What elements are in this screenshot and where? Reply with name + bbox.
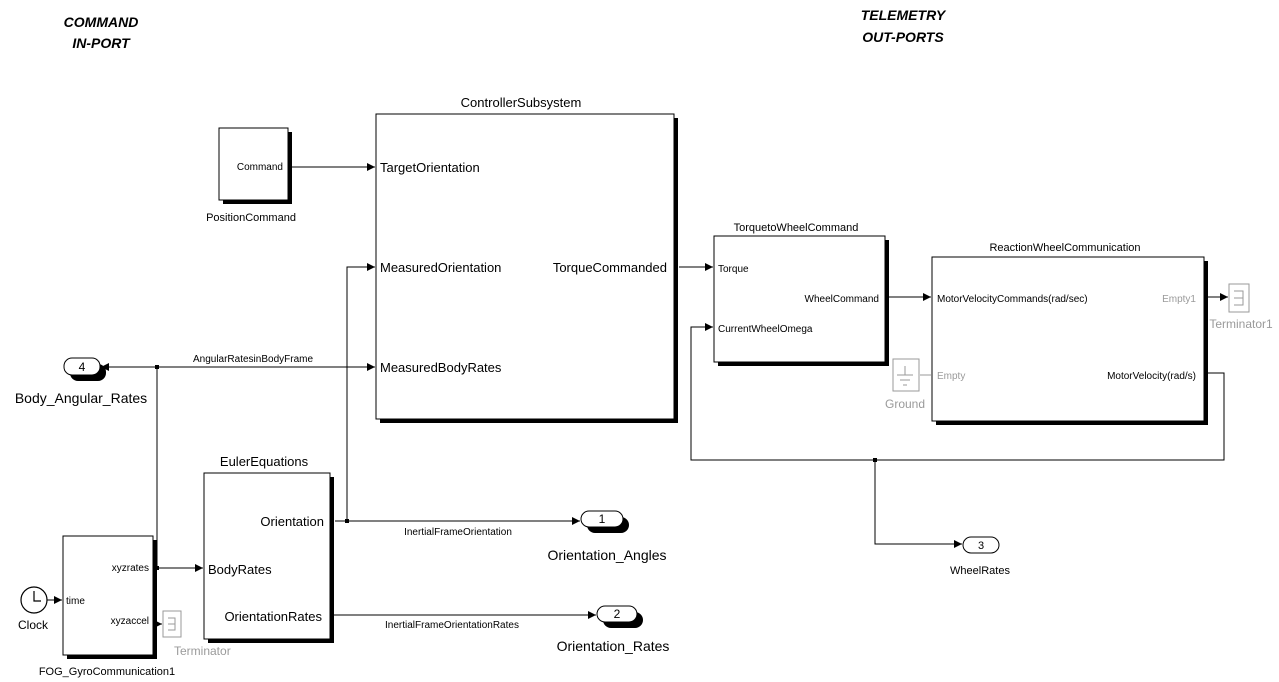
outport-name: WheelRates xyxy=(950,565,1010,577)
wheel-command-port: WheelCommand xyxy=(805,294,879,305)
xyzrates-port: xyzrates xyxy=(112,563,149,574)
orientation-rates-port: OrientationRates xyxy=(224,609,322,624)
telemetry-heading-line1: TELEMETRY xyxy=(861,7,947,23)
junction-dot xyxy=(155,566,159,570)
torque-to-wheel-name: TorquetoWheelCommand xyxy=(734,222,859,234)
empty1-port: Empty1 xyxy=(1162,294,1196,305)
euler-name: EulerEquations xyxy=(220,454,309,469)
signal-motor-velocity-feedback[interactable] xyxy=(690,323,1225,461)
signal-label-inertial-orientation: InertialFrameOrientation xyxy=(404,527,512,538)
outport-number: 2 xyxy=(614,607,621,621)
terminator-block[interactable]: Terminator xyxy=(162,610,231,658)
signal-lines xyxy=(47,163,1228,628)
reaction-wheel-name: ReactionWheelCommunication xyxy=(989,242,1140,254)
time-port: time xyxy=(66,596,85,607)
outport-1[interactable]: 1 Orientation_Angles xyxy=(547,510,667,563)
telemetry-outports-heading: TELEMETRY OUT-PORTS xyxy=(861,7,947,45)
torque-port: Torque xyxy=(718,264,749,275)
outport-number: 3 xyxy=(978,540,984,552)
signal-measured-orientation[interactable] xyxy=(346,263,375,521)
current-wheel-omega-port: CurrentWheelOmega xyxy=(718,324,813,335)
position-command-block[interactable]: Command PositionCommand xyxy=(206,127,296,224)
command-inport-heading: COMMAND IN-PORT xyxy=(64,14,139,51)
command-heading-line2: IN-PORT xyxy=(72,35,131,51)
target-orientation-port: TargetOrientation xyxy=(380,160,480,175)
measured-body-rates-port: MeasuredBodyRates xyxy=(380,360,502,375)
fog-gyro-block[interactable]: time xyzrates xyzaccel FOG_GyroCommunica… xyxy=(39,535,175,678)
clock-name: Clock xyxy=(18,618,49,632)
junctions xyxy=(155,365,877,570)
telemetry-heading-line2: OUT-PORTS xyxy=(862,29,944,45)
ground-name: Ground xyxy=(885,397,925,411)
outport-name: Body_Angular_Rates xyxy=(15,390,147,406)
outport-number: 1 xyxy=(599,512,606,526)
outport-2[interactable]: 2 Orientation_Rates xyxy=(557,605,670,654)
junction-dot xyxy=(873,458,877,462)
torque-to-wheel-block[interactable]: TorquetoWheelCommand Torque CurrentWheel… xyxy=(713,222,889,366)
outport-3[interactable]: 3 WheelRates xyxy=(950,536,1010,577)
motor-velocity-port: MotorVelocity(rad/s) xyxy=(1107,371,1196,382)
xyzaccel-port: xyzaccel xyxy=(111,616,149,627)
fog-gyro-name: FOG_GyroCommunication1 xyxy=(39,666,175,678)
signal-label-body-frame: AngularRatesinBodyFrame xyxy=(193,354,313,365)
euler-equations-block[interactable]: EulerEquations BodyRates Orientation Ori… xyxy=(203,454,334,643)
torque-commanded-port: TorqueCommanded xyxy=(553,260,667,275)
body-rates-port: BodyRates xyxy=(208,562,272,577)
command-heading-line1: COMMAND xyxy=(64,14,139,30)
terminator-name: Terminator xyxy=(174,644,231,658)
command-port-label: Command xyxy=(237,162,283,173)
outport-number: 4 xyxy=(79,360,86,374)
terminator1-block[interactable]: Terminator1 xyxy=(1209,283,1273,331)
ground-block[interactable]: Ground xyxy=(885,358,925,411)
outport-4[interactable]: 4 Body_Angular_Rates xyxy=(15,357,147,406)
signal-label-inertial-orientation-rates: InertialFrameOrientationRates xyxy=(385,620,519,631)
outport-name: Orientation_Angles xyxy=(547,547,666,563)
junction-dot xyxy=(345,519,349,523)
junction-dot xyxy=(155,365,159,369)
signal-wheel-rates[interactable] xyxy=(874,460,962,548)
terminator1-name: Terminator1 xyxy=(1209,317,1273,331)
controller-name: ControllerSubsystem xyxy=(461,95,582,110)
position-command-name: PositionCommand xyxy=(206,212,296,224)
motor-velocity-commands-port: MotorVelocityCommands(rad/sec) xyxy=(937,294,1088,305)
controller-subsystem-block[interactable]: ControllerSubsystem TargetOrientation Me… xyxy=(375,95,678,423)
measured-orientation-port: MeasuredOrientation xyxy=(380,260,501,275)
outport-name: Orientation_Rates xyxy=(557,638,670,654)
orientation-port: Orientation xyxy=(260,514,324,529)
clock-block[interactable]: Clock xyxy=(18,586,49,632)
reaction-wheel-block[interactable]: ReactionWheelCommunication MotorVelocity… xyxy=(931,242,1208,425)
empty-port: Empty xyxy=(937,371,965,382)
